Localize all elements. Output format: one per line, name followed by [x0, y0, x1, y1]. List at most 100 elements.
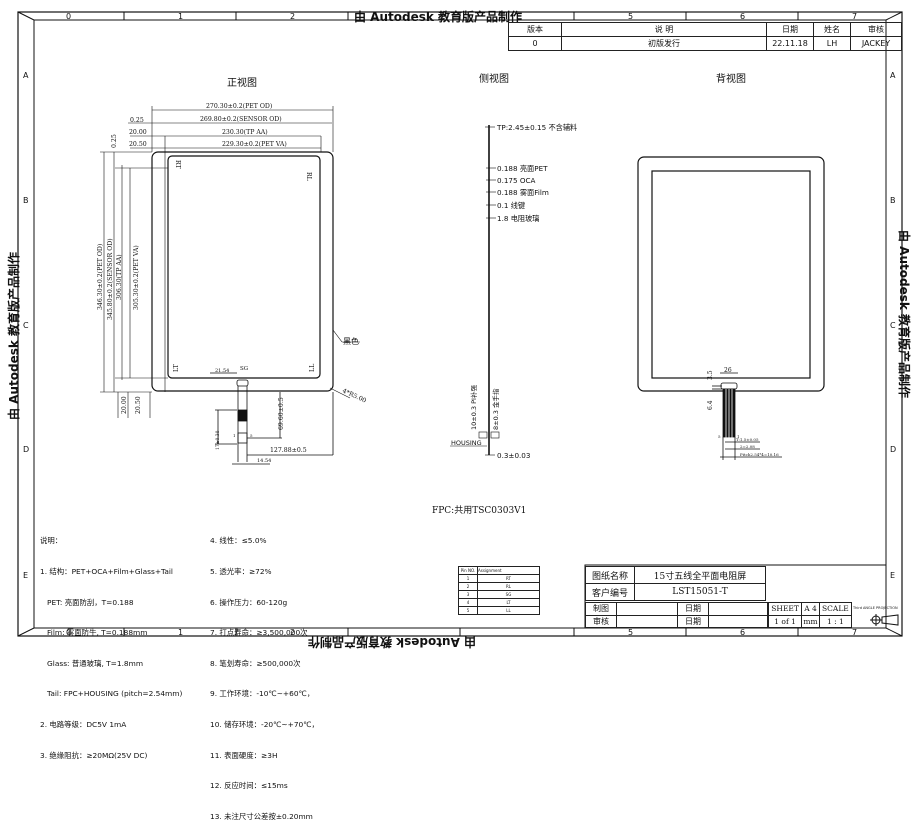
side-gold-finger: 8±0.3 金手指 [491, 388, 500, 430]
rev-cell-date: 22.11.18 [766, 36, 814, 51]
dim-tp-aa-height: 306.30(TP AA) [116, 254, 123, 300]
back-pin-1: 1 [737, 434, 740, 439]
back-dim-6-4: 6.4 [707, 400, 714, 410]
drawing-name-label: 图纸名称 [585, 566, 635, 584]
unit-value: mm [801, 614, 820, 628]
label-sg: SG [240, 366, 248, 372]
side-housing-label: HOUSING [451, 439, 482, 447]
back-dim-pin-width: 2=2.08 [740, 444, 755, 449]
pin-1-label: 1 [233, 433, 236, 438]
note-line: 13. 未注尺寸公差按±0.20mm [210, 811, 313, 821]
back-dim-3-5: 3.5 [707, 370, 714, 380]
front-view-title: 正视图 [227, 76, 257, 89]
pin-no: 1 [458, 574, 478, 583]
dim-pet-va-height: 305.30±0.2(PET VA) [133, 245, 140, 310]
watermark-top: 由 Autodesk 教育版产品制作 [354, 9, 522, 24]
zone-col-5: 5 [628, 12, 633, 21]
zone-row-a-right: A [890, 71, 896, 80]
rev-cell-description: 初版发行 [561, 36, 767, 51]
zone-ruler-top [17, 11, 903, 637]
dim-corner-radius: 4*R5.00 [341, 387, 367, 404]
dim-bottom-2050: 20.50 [135, 396, 142, 414]
rev-cell-review: JACKEY [850, 36, 902, 51]
dim-bottom-2000: 20.00 [121, 396, 128, 414]
zone-row-d: D [23, 445, 29, 454]
dim-offset-2050: 20.50 [129, 141, 147, 148]
note-line: 3. 绝缘阻抗：≥20MΩ(25V DC) [40, 750, 148, 760]
pin-no: 5 [458, 606, 478, 615]
drawing-name: 15寸五线全平面电阻屏 [634, 566, 766, 584]
fpc-label: FPC:共用TSC0303V1 [432, 505, 526, 516]
side-layer-5: 1.8 电阻玻璃 [497, 214, 539, 223]
note-line: 11. 表面硬度：≥3H [210, 750, 278, 760]
side-tp-thickness: TP:2.45±0.15 不含辅料 [496, 123, 577, 132]
notes-left: 说明： 1. 结构：PET+OCA+Film+Glass+Tail PET: 亮… [40, 516, 182, 771]
zone-row-c-right: C [890, 321, 896, 330]
dim-sensor-od-height: 345.80±0.2(SENSOR OD) [107, 238, 114, 320]
zone-col-6: 6 [740, 12, 745, 21]
zone-row-b-right: B [890, 196, 896, 205]
watermark-bottom: 由 Autodesk 教育版产品制作 [308, 635, 476, 650]
rev-header-description: 说 明 [561, 22, 767, 37]
pin-assignment: LT [477, 598, 540, 607]
note-line: 12. 反应时间：≤15ms [210, 781, 288, 791]
front-view: 270.30±0.2(PET OD) 269.80±0.2(SENSOR OD)… [97, 103, 367, 465]
zone-col-6-bottom: 6 [740, 628, 745, 637]
front-viewing-area [167, 155, 321, 379]
zone-col-0: 0 [66, 12, 71, 21]
sheet-label: SHEET [767, 602, 803, 616]
drawn-date-value [708, 602, 768, 616]
dim-tail-width: 14.54 [257, 458, 271, 464]
side-pi-stiffener: 10±0.3 PI补强 [469, 385, 478, 430]
zone-row-d-right: D [890, 445, 896, 454]
side-layer-4: 0.1 线键 [497, 201, 525, 210]
zone-col-1-bottom: 1 [178, 628, 183, 637]
side-fpc-thickness: 0.3±0.03 [497, 451, 530, 460]
side-view: TP:2.45±0.15 不含辅料 0.188 亮面PET 0.175 OCA … [450, 123, 577, 460]
pin-header-assignment: Assignment [477, 566, 540, 575]
drawing-sheet: 0 1 2 5 6 7 0 1 2 5 6 7 A B C D E A B C … [6, 9, 912, 650]
dim-sensor-od-width: 269.80±0.2(SENSOR OD) [200, 116, 282, 123]
checked-date-value [708, 614, 768, 628]
rev-cell-version: 0 [508, 36, 562, 51]
notes-right: 4. 线性：≤5.0% 5. 透光率：≥72% 6. 操作压力：60-120g … [210, 516, 319, 832]
note-line: 说明： [40, 536, 63, 546]
projection-symbol-icon [870, 614, 899, 626]
dim-tp-aa-width: 230.30(TP AA) [222, 129, 268, 136]
pin-no: 4 [458, 598, 478, 607]
zone-col-5-bottom: 5 [628, 628, 633, 637]
rev-header-review: 审核 [850, 22, 902, 37]
rev-header-version: 版本 [508, 22, 562, 37]
rev-cell-name: LH [813, 36, 851, 51]
back-dim-26: 26 [724, 367, 732, 374]
side-layer-3: 0.188 雾面Film [497, 188, 549, 197]
note-line: 6. 操作压力：60-120g [210, 597, 288, 607]
black-border-label: 黑色 [343, 336, 359, 346]
note-line: 1. 结构：PET+OCA+Film+Glass+Tail [40, 567, 173, 577]
front-outer-outline [151, 151, 334, 392]
side-layer-1: 0.188 亮面PET [497, 164, 548, 173]
customer-no: LST15051-T [634, 583, 766, 601]
paper-size: A 4 [801, 602, 820, 616]
note-line: Film: 雾面防牛, T=0.188mm [40, 628, 148, 638]
watermark-left: 由 Autodesk 教育版产品制作 [6, 252, 21, 420]
dim-tail-length: 69.60±0.5 [278, 397, 285, 430]
back-dim-pitch: Pitch2.54*4=10.16 [740, 452, 779, 457]
projection-label: Third ANGLE PROJECTION [852, 606, 898, 610]
sheet-value: 1 of 1 [767, 614, 803, 628]
back-dim-thickness: T:1.5±0.05 [736, 437, 759, 442]
dim-tail-offset: 21.54 [215, 368, 229, 374]
zone-row-b: B [23, 196, 29, 205]
pin-header-no: Pin NO. [458, 566, 478, 575]
note-line: 5. 透光率：≥72% [210, 567, 272, 577]
pin-no: 2 [458, 582, 478, 591]
dim-tail-position: 127.88±0.5 [270, 447, 307, 454]
dim-offset-025: 0.25 [130, 117, 144, 124]
dim-offset-2000: 20.00 [129, 129, 147, 136]
drawn-by-value [616, 602, 678, 616]
zone-row-a: A [23, 71, 29, 80]
pin-5-label: 5 [250, 433, 253, 438]
